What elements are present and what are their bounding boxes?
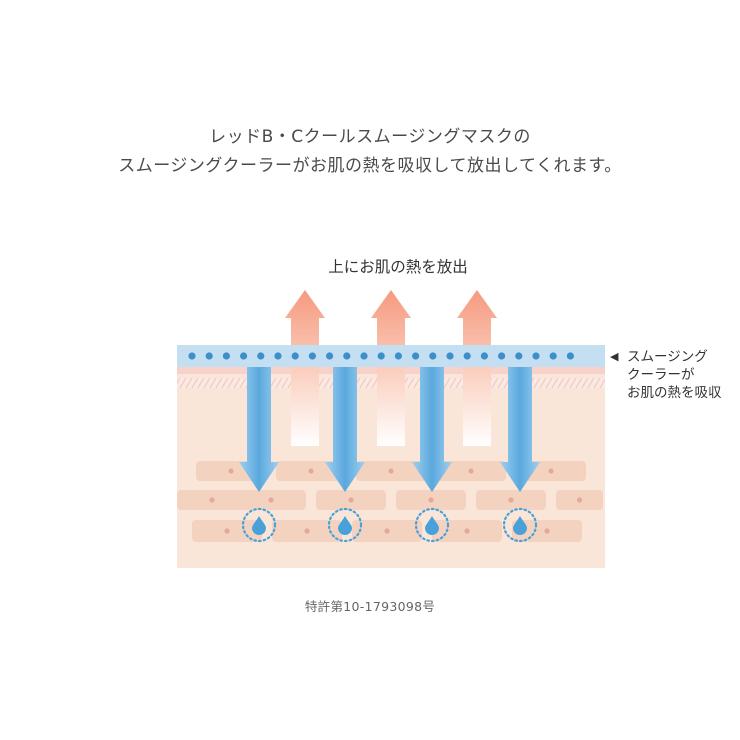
skin-cell-dot	[388, 468, 394, 474]
heat-release-arrows	[285, 290, 497, 446]
cooler-dot	[343, 352, 351, 360]
cool-arrow	[412, 367, 452, 492]
cool-arrow	[500, 367, 540, 492]
cooler-dot	[394, 352, 402, 360]
water-drop-icon	[425, 516, 439, 535]
cooler-dot	[291, 352, 299, 360]
skin-cell-dot	[228, 468, 234, 474]
cooler-dot	[446, 352, 454, 360]
side-label-line-3: お肌の熱を吸収	[627, 385, 722, 401]
side-label-line-2: クーラーが	[627, 367, 695, 383]
skin-cell-dot	[544, 528, 550, 534]
cooler-dot	[240, 352, 248, 360]
heading-line-1: レッドB・Cクールスムージングマスクの	[209, 127, 531, 147]
heat-arrow	[285, 290, 325, 446]
skin-cell-dot	[576, 497, 583, 503]
cooler-dot	[360, 352, 368, 360]
skin-cell-dot	[348, 497, 354, 503]
cooler-dot	[222, 352, 230, 360]
cooler-dot	[480, 352, 488, 360]
patent-number: 特許第10-1793098号	[304, 599, 436, 614]
heading-line-2: スムージングクーラーがお肌の熱を吸収して放出してくれます。	[118, 156, 622, 176]
cooler-dot	[412, 352, 420, 360]
drop-ring	[241, 507, 277, 543]
cooler-dot	[566, 352, 575, 360]
drop-ring	[502, 507, 538, 543]
skin-cell-dot	[428, 497, 434, 503]
drop-ring	[327, 507, 363, 543]
heat-arrow	[371, 290, 411, 446]
skin-cell-dot	[304, 528, 310, 534]
drop-ring	[414, 507, 450, 543]
side-label-marker: ◀	[610, 350, 619, 363]
smoothing-cooler-layer	[177, 345, 605, 367]
cooler-dot	[498, 352, 506, 360]
heat-release-caption: 上にお肌の熱を放出	[328, 258, 468, 276]
skin-cell-dot	[308, 468, 314, 474]
skin-cell-dot	[209, 497, 215, 503]
moisture-drops	[241, 507, 538, 543]
cooler-dot	[429, 352, 437, 360]
water-drop-icon	[513, 516, 527, 535]
heat-arrow	[457, 290, 497, 446]
cooler-dots	[188, 352, 575, 360]
cooler-dot	[205, 352, 213, 360]
cooler-dot	[188, 352, 196, 360]
skin-cell-dot	[224, 528, 230, 534]
skin-cell-dot	[548, 468, 554, 474]
side-label-line-1: スムージング	[627, 349, 708, 365]
cool-arrow	[239, 367, 279, 492]
cooler-dot	[326, 352, 334, 360]
cooler-dot	[463, 352, 471, 360]
cooler-dot	[515, 352, 523, 360]
cooler-dot	[532, 352, 540, 360]
cooler-dot	[257, 352, 265, 360]
skin-cell-dot	[508, 497, 514, 503]
heat-absorb-arrows	[239, 367, 540, 492]
cooler-dot	[377, 352, 385, 360]
cool-arrow	[325, 367, 365, 492]
skin-cell-dot	[468, 468, 474, 474]
cooler-dot	[549, 352, 557, 360]
cooler-dot	[274, 352, 282, 360]
water-drop-icon	[252, 516, 266, 535]
cooler-dot	[308, 352, 316, 360]
skin-cell-dot	[464, 528, 470, 534]
skin-cell-dot	[268, 497, 274, 503]
skin-cell-dot	[384, 528, 390, 534]
water-drop-icon	[338, 516, 352, 535]
